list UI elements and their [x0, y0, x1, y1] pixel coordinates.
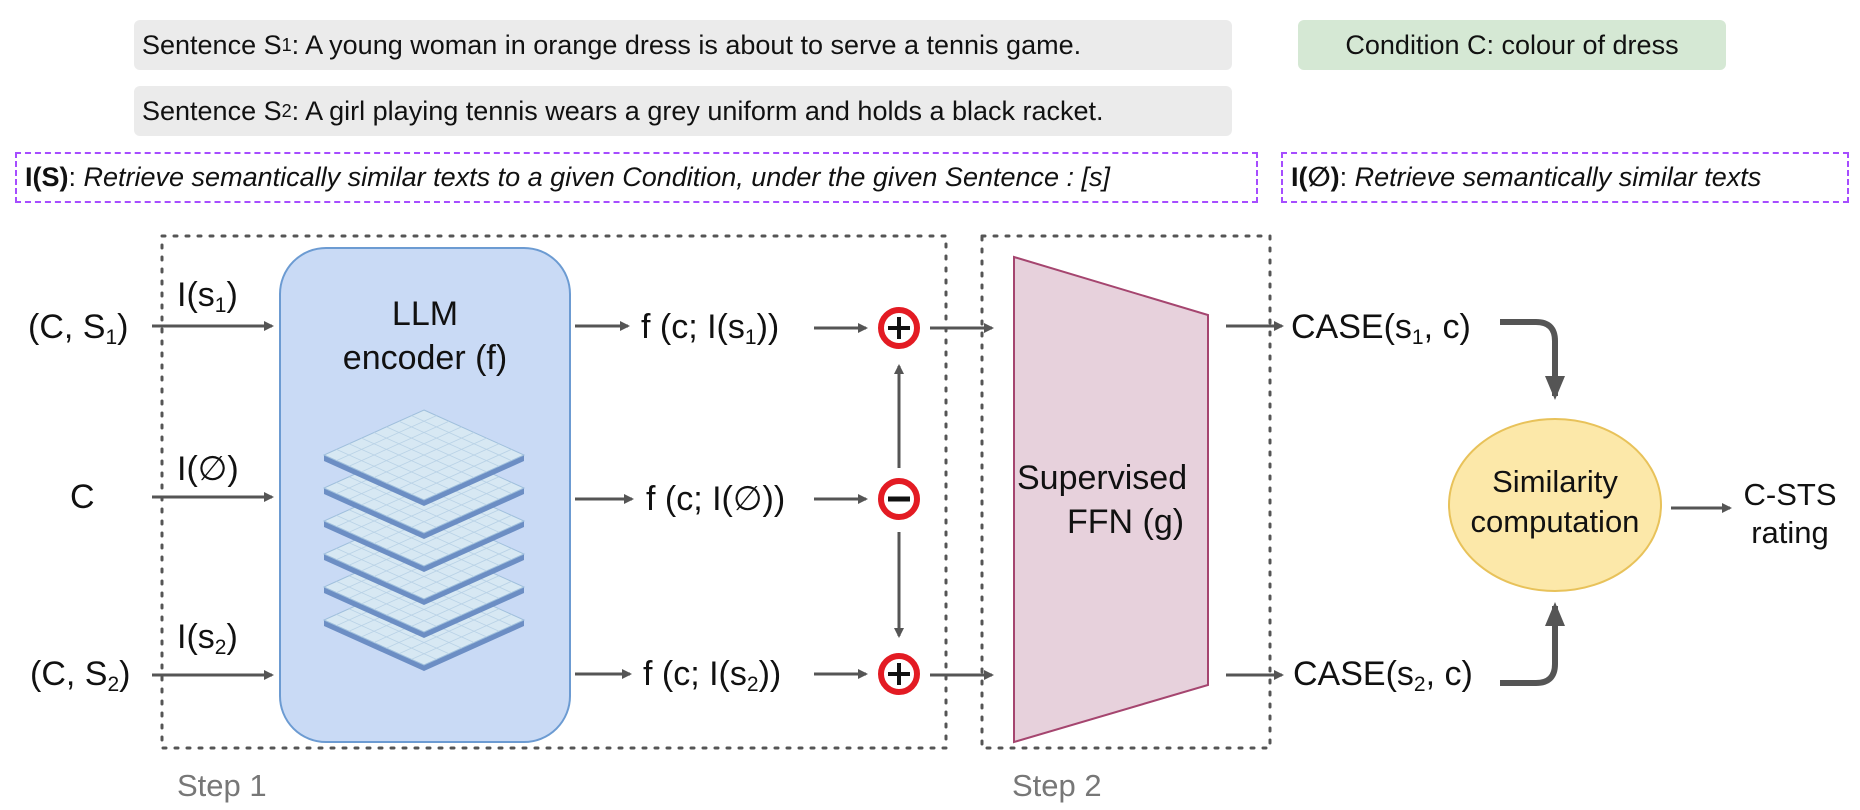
layer-grid-line: [348, 542, 450, 589]
instruction-empty: I(∅): Retrieve semantically similar text…: [1281, 152, 1849, 203]
instruction-label-s2: I(s2): [177, 618, 238, 659]
instruction-label-empty: I(∅): [177, 450, 239, 488]
case-s1: CASE(s1, c): [1291, 308, 1471, 349]
minus-operator: [878, 478, 920, 520]
condition-box: Condition C: colour of dress: [1298, 20, 1726, 70]
similarity-label: Similarity computation: [1470, 464, 1640, 539]
arrow-case-top-sim: [1500, 319, 1565, 400]
step2-label: Step 2: [1012, 768, 1102, 803]
layer-grid-line: [411, 581, 512, 627]
layer-grid-line: [336, 614, 437, 660]
llm-encoder-label: LLM encoder (f): [342, 295, 508, 377]
layer-grid-line: [398, 509, 500, 556]
layer-grid-line: [348, 608, 450, 655]
layer-grid-line: [411, 449, 512, 495]
step2-box: [980, 234, 1272, 750]
layer-grid-line: [336, 548, 437, 594]
layer-grid-line: [336, 581, 437, 627]
layer-grid-line: [336, 482, 437, 528]
case-s2: CASE(s2, c): [1293, 655, 1473, 696]
layer-grid-line: [398, 608, 500, 655]
layer-grid-line: [348, 476, 450, 523]
output-f-empty: f (c; I(∅)): [646, 480, 786, 518]
layer-grid-line: [336, 449, 437, 495]
layer-grid-line: [348, 575, 450, 622]
layer-grid-line: [411, 482, 512, 528]
supervised-ffn-shape: [1013, 255, 1209, 744]
plus-operator-bottom: [878, 653, 920, 695]
input-c: C: [70, 478, 95, 516]
instruction-label-s1: I(s1): [177, 276, 238, 317]
instruction-with-sentence: I(S): Retrieve semantically similar text…: [15, 152, 1258, 203]
layer-grid-line: [361, 437, 462, 484]
layer-grid-line: [398, 443, 500, 490]
c-sts-rating: C-STS rating: [1743, 477, 1837, 550]
layer-grid-line: [411, 614, 512, 660]
input-c-s2: (C, S2): [30, 655, 131, 696]
output-f-s2: f (c; I(s2)): [643, 655, 782, 696]
encoder-layers-icon: [322, 409, 526, 671]
layer-grid-line: [398, 476, 500, 523]
layer-grid-line: [373, 432, 475, 478]
layer-grid-line: [411, 515, 512, 561]
arrow-case-bottom-sim: [1500, 602, 1565, 686]
plus-operator-top: [878, 307, 920, 349]
supervised-ffn-label: Supervised FFN (g): [1017, 459, 1188, 541]
output-f-s1: f (c; I(s1)): [641, 308, 780, 349]
step1-label: Step 1: [177, 768, 267, 803]
layer-grid-line: [348, 443, 450, 490]
layer-grid-line: [398, 575, 500, 622]
layer-grid-line: [348, 509, 450, 556]
layer-grid-line: [386, 437, 487, 484]
layer-grid-line: [411, 548, 512, 594]
layer-grid-line: [336, 515, 437, 561]
input-c-s1: (C, S1): [28, 308, 129, 349]
layer-grid-line: [398, 542, 500, 589]
similarity-ellipse: [1448, 418, 1662, 592]
